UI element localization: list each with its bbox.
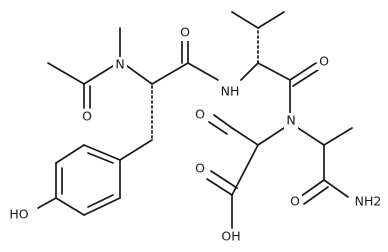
o-acetyl-label: O (82, 109, 92, 124)
label-bg (178, 25, 192, 41)
oh-acid-label: OH (221, 229, 240, 244)
bond (55, 144, 85, 164)
bond (240, 62, 259, 81)
o-acid-label: O (195, 161, 205, 176)
bond (297, 127, 325, 146)
bond (87, 152, 114, 164)
bond (151, 62, 189, 85)
o-amide-label: O (290, 194, 300, 209)
ho-phenol-label: HO (9, 207, 28, 222)
bond (231, 11, 259, 29)
bond (257, 11, 285, 29)
bond (323, 127, 353, 146)
label-bg (193, 107, 207, 123)
bond (323, 179, 349, 198)
bond (55, 197, 85, 216)
bond (292, 69, 319, 87)
bond (47, 62, 85, 85)
n-methyl-label: N (115, 57, 124, 72)
label-bg (350, 194, 386, 210)
label-bg (218, 229, 244, 245)
bond (206, 178, 233, 196)
atom-labels: N O O NH O N O HO OH O O NH2 (6, 25, 386, 245)
label-bg (317, 54, 331, 70)
bond (126, 65, 153, 85)
nh2-amide-label: NH2 (355, 194, 382, 209)
label-bg (288, 194, 302, 210)
nh-amide-label: NH (221, 84, 240, 99)
bond (119, 139, 153, 161)
label-bg (218, 84, 242, 100)
o-val-carbonyl-label: O (319, 54, 329, 69)
o-tyr-carbonyl-label: O (180, 25, 190, 40)
bond (87, 194, 114, 208)
bond (213, 114, 233, 129)
label-bg (193, 161, 207, 177)
bonds (37, 11, 353, 229)
bond (187, 62, 219, 81)
bond (257, 62, 291, 81)
bond (299, 179, 325, 198)
bond (289, 62, 317, 81)
label-bg (6, 207, 32, 223)
bond (83, 144, 121, 161)
label-bg (284, 113, 298, 129)
bond (231, 127, 259, 146)
bond (83, 197, 121, 216)
label-bg (80, 109, 94, 125)
bond (37, 197, 57, 209)
label-bg (113, 57, 127, 73)
n-tertiary-label: N (286, 113, 295, 128)
bond (303, 186, 329, 205)
bond (257, 127, 285, 146)
bond (210, 170, 238, 189)
bond (83, 65, 114, 85)
bond (208, 121, 228, 135)
o-aldehyde-label: O (195, 107, 205, 122)
